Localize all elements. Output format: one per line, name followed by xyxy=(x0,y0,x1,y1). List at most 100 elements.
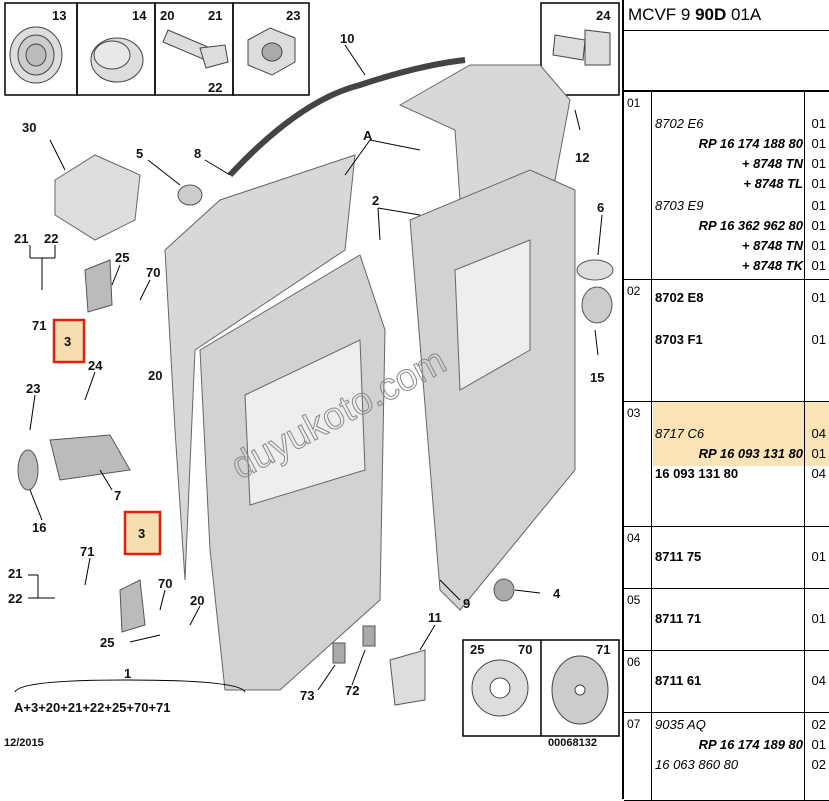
qty-column xyxy=(804,651,829,712)
quantity: 04 xyxy=(811,466,826,481)
part-number: RP 16 093 131 80 xyxy=(698,446,803,461)
callout-A: A xyxy=(363,128,373,143)
rear-door-left xyxy=(164,154,386,691)
row-number: 02 xyxy=(624,280,652,401)
callout-24: 24 xyxy=(596,8,611,23)
exploded-parts-diagram: 13 14 20 21 22 23 24 10 A 5 8 12 30 2 6 … xyxy=(4,2,620,749)
part-number: 8702 E6 xyxy=(655,116,704,131)
qty-column xyxy=(804,527,829,588)
highlight-box-3-lower xyxy=(123,510,162,556)
callout-71-lower: 71 xyxy=(80,544,94,559)
callout-73: 73 xyxy=(300,688,314,703)
callout-5: 5 xyxy=(136,146,143,161)
callout-25-upper: 25 xyxy=(115,250,129,265)
callout-71-upper: 71 xyxy=(32,318,46,333)
quantity: 01 xyxy=(811,737,826,752)
callout-6: 6 xyxy=(597,200,604,215)
part-number: 8711 61 xyxy=(655,673,702,688)
leader-lines xyxy=(14,44,603,693)
door-check-strap xyxy=(17,434,131,491)
callout-11: 11 xyxy=(428,610,442,625)
quantity: 01 xyxy=(811,332,826,347)
quantity: 01 xyxy=(811,176,826,191)
part-number: + 8748 TN xyxy=(741,238,803,253)
part-number: 8702 E8 xyxy=(655,290,704,305)
code-bold: 90D xyxy=(695,5,727,24)
parts-table: MCVF 9 90D 01A 01 8702 E6 01 RP 16 174 188 … xyxy=(622,0,829,801)
callout-70-lower: 70 xyxy=(158,576,172,591)
diagram-ref-number: 00068132 xyxy=(548,737,597,749)
callout-30: 30 xyxy=(22,120,36,135)
callout-9: 9 xyxy=(463,596,470,611)
part-number: 16 093 131 80 xyxy=(655,466,739,481)
part-6-cap xyxy=(576,259,614,281)
part-15-cap xyxy=(581,286,613,324)
part-number: 9035 AQ xyxy=(655,717,706,732)
part-number: 8711 75 xyxy=(655,549,702,564)
part-30-hardware-kit xyxy=(54,154,141,241)
part-24-bolt xyxy=(552,29,611,66)
callout-20-upper: 20 xyxy=(148,368,162,383)
quantity: 02 xyxy=(811,717,826,732)
hinge-upper xyxy=(84,259,113,313)
callout-20-lower: 20 xyxy=(190,593,204,608)
highlight-box-3-upper xyxy=(52,318,86,364)
quantity: 01 xyxy=(811,218,826,233)
kit-formula: A+3+20+21+22+25+70+71 xyxy=(14,700,171,715)
quantity: 01 xyxy=(811,290,826,305)
part-number: 8717 C6 xyxy=(655,426,705,441)
quantity: 01 xyxy=(811,446,826,461)
callout-23-mid: 23 xyxy=(26,381,40,396)
callout-72: 72 xyxy=(345,683,359,698)
part-number: RP 16 174 188 80 xyxy=(698,136,803,151)
row-number: 07 xyxy=(624,713,652,800)
callout-21-upper: 21 xyxy=(14,231,28,246)
part-5-button xyxy=(177,184,203,206)
rear-door-right xyxy=(398,64,576,611)
part-25-70-washer xyxy=(471,659,529,717)
callout-21: 21 xyxy=(208,8,222,23)
qty-column xyxy=(804,280,829,401)
part-13-grommet xyxy=(9,26,63,84)
part-23-nut xyxy=(247,27,296,76)
callout-8: 8 xyxy=(194,146,201,161)
callout-14: 14 xyxy=(132,8,147,23)
part-number: RP 16 362 962 80 xyxy=(698,218,803,233)
callout-22-lower: 22 xyxy=(8,591,22,606)
row-number: 03 xyxy=(624,402,652,526)
part-14-plug xyxy=(90,37,144,83)
part-20-bolt xyxy=(162,29,229,69)
quantity: 01 xyxy=(811,549,826,564)
quantity: 01 xyxy=(811,156,826,171)
callout-13: 13 xyxy=(52,8,66,23)
callout-2: 2 xyxy=(372,193,379,208)
part-number: + 8748 TN xyxy=(741,156,803,171)
callout-22-upper: 22 xyxy=(44,231,58,246)
part-72-73-pads xyxy=(332,625,376,664)
quantity: 01 xyxy=(811,136,826,151)
qty-column xyxy=(804,402,829,526)
callout-24-mid: 24 xyxy=(88,358,103,373)
callout-23: 23 xyxy=(286,8,300,23)
hinge-lower xyxy=(119,579,146,633)
callout-20: 20 xyxy=(160,8,174,23)
qty-column xyxy=(804,589,829,650)
callout-71-box: 71 xyxy=(596,642,610,657)
part-10-seal xyxy=(227,57,466,178)
table-row: 01 8702 E6 01 RP 16 174 188 80 01 + 8748 TN 01… xyxy=(624,92,829,280)
callout-25-lower: 25 xyxy=(100,635,114,650)
row-number: 06 xyxy=(624,651,652,712)
part-number: 16 063 860 80 xyxy=(655,757,739,772)
code-prefix: MCVF 9 xyxy=(628,5,696,24)
quantity: 01 xyxy=(811,611,826,626)
callout-10: 10 xyxy=(340,31,354,46)
quantity: 02 xyxy=(811,757,826,772)
callout-21-lower: 21 xyxy=(8,566,22,581)
qty-column xyxy=(804,92,829,279)
quantity: 01 xyxy=(811,116,826,131)
code-suffix: 01A xyxy=(726,5,762,24)
